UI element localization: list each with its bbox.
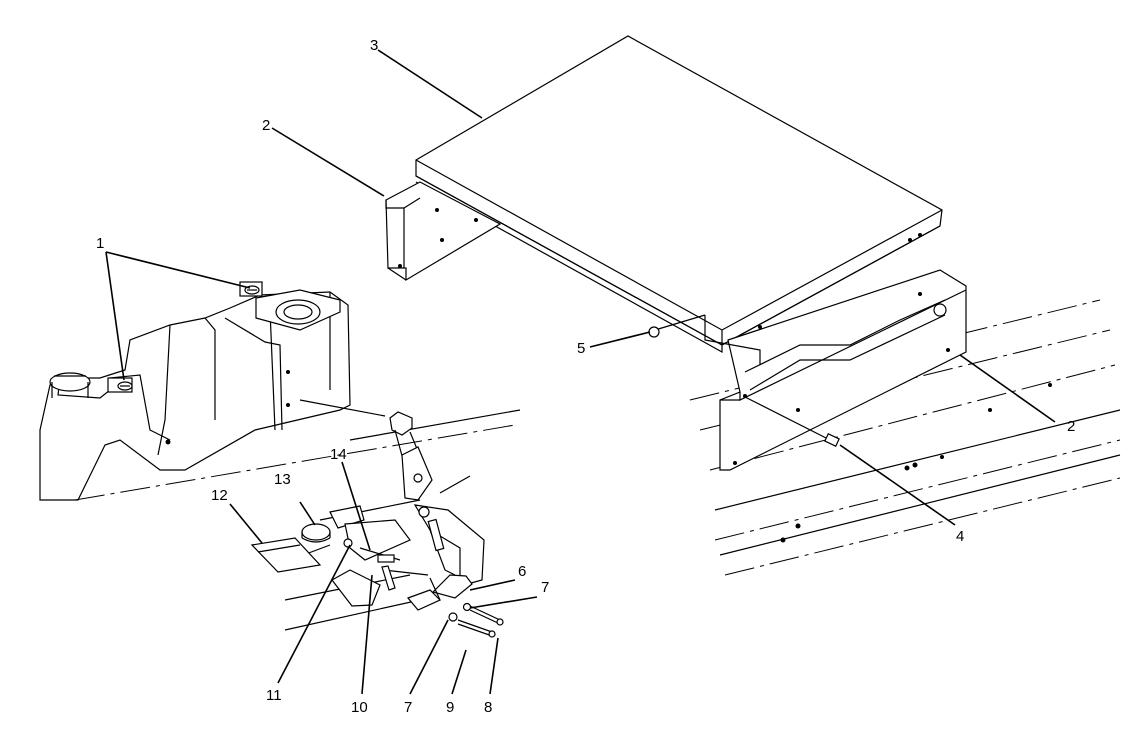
leader-lines: [105, 49, 1056, 695]
callout-6: 6: [518, 563, 526, 580]
lever-assembly: [329, 411, 504, 638]
seat-pan: [415, 35, 943, 354]
bolt: [744, 396, 840, 447]
fuel-tank: [39, 289, 386, 501]
plug: [301, 523, 331, 543]
callout-5: 5: [577, 340, 585, 357]
callout-3: 3: [370, 37, 378, 54]
callout-4: 4: [956, 528, 964, 545]
screw-heads: [107, 281, 263, 393]
callout-labels: 1 2 2 3 4 5 6 7 7 8 9 10 11 12 13 14: [96, 37, 1075, 716]
callout-2-left: 2: [262, 117, 270, 134]
callout-7-bottom: 7: [404, 699, 412, 716]
callout-13: 13: [274, 471, 291, 488]
decal: [250, 537, 322, 573]
callout-9: 9: [446, 699, 454, 716]
callout-14: 14: [330, 446, 347, 463]
seat-support-left: [385, 181, 502, 282]
nut: [648, 314, 761, 365]
callout-11: 11: [266, 687, 282, 704]
seat-support-right: [719, 269, 967, 471]
callout-12: 12: [211, 487, 228, 504]
callout-2-right: 2: [1067, 418, 1075, 435]
callout-10: 10: [351, 699, 368, 716]
callout-1: 1: [96, 235, 104, 252]
callout-7-right: 7: [541, 579, 549, 596]
callout-8: 8: [484, 699, 492, 716]
